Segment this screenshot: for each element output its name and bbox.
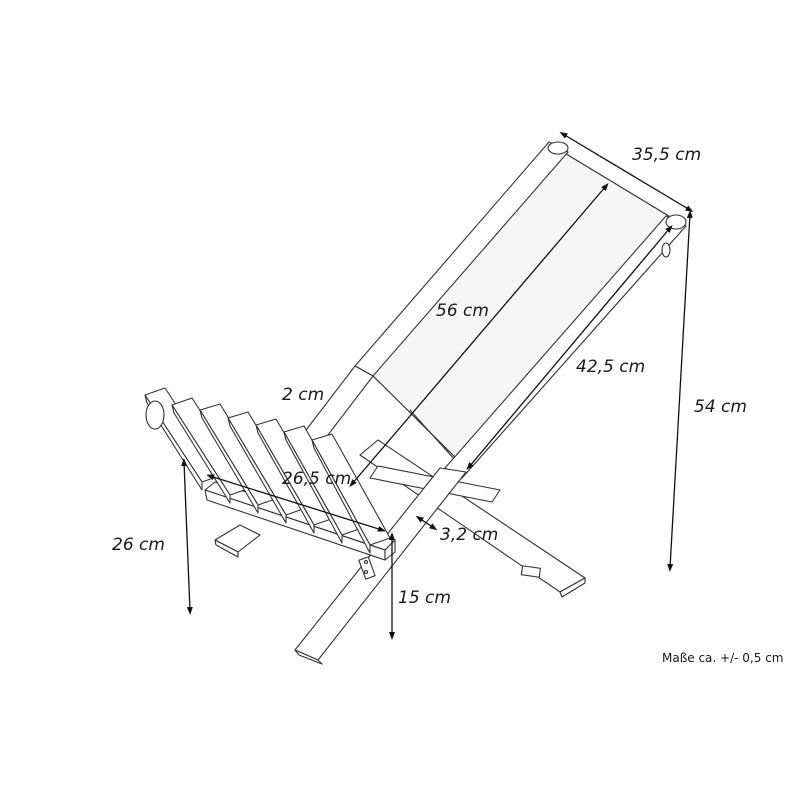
- dimension-labels: 35,5 cm 56 cm 42,5 cm 54 cm 2 cm 26,5 cm…: [112, 145, 783, 665]
- backrest-length-label: 56 cm: [436, 301, 489, 321]
- seat-leg-left: [214, 524, 261, 558]
- backrest-side-label: 42,5 cm: [576, 357, 645, 377]
- height-dimension-line: [667, 210, 693, 572]
- seat-height-dimension-line: [181, 458, 193, 615]
- chair-drawing: [144, 141, 687, 665]
- width-dimension-line: [559, 131, 694, 213]
- backrest-side-dimension-line: [466, 224, 673, 471]
- seat-height-label: 26 cm: [112, 535, 165, 555]
- seat-slats: [144, 387, 391, 554]
- dimension-lines: [181, 131, 694, 640]
- leg-width-dimension-line: [415, 515, 438, 531]
- leg-width-label: 3,2 cm: [440, 525, 498, 545]
- seat-length-label: 26,5 cm: [282, 469, 351, 489]
- width-label: 35,5 cm: [632, 145, 701, 165]
- foot-height-label: 15 cm: [398, 588, 451, 608]
- tolerance-note: Maße ca. +/- 0,5 cm: [662, 651, 783, 665]
- frame-thickness-label: 2 cm: [282, 385, 324, 405]
- height-label: 54 cm: [694, 397, 747, 417]
- seat-length-dimension-line: [206, 474, 386, 532]
